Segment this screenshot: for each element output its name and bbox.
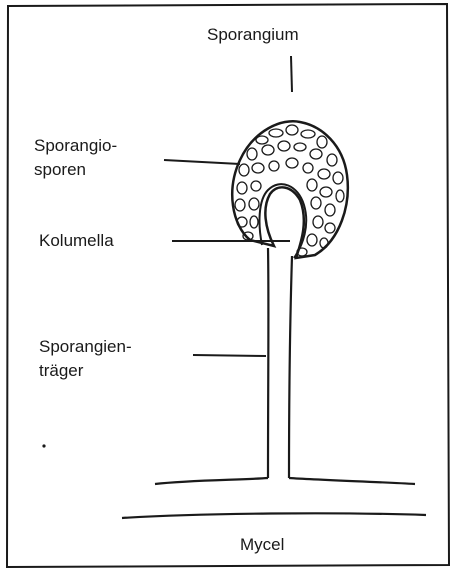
speck <box>42 444 45 447</box>
label-sporangiosporen-line2: sporen <box>34 160 86 180</box>
label-sporangium: Sporangium <box>207 25 299 45</box>
label-mycel: Mycel <box>240 535 284 555</box>
sporangium-outline <box>232 121 348 258</box>
mycel-hypha-upper <box>155 478 415 484</box>
leader-sporangientraeger <box>193 355 266 356</box>
mycel-hypha-lower <box>122 513 426 518</box>
label-sporangientraeger-line1: Sporangien- <box>39 337 132 357</box>
label-sporangiosporen-line1: Sporangio- <box>34 136 117 156</box>
leader-sporangium <box>291 56 292 92</box>
label-sporangientraeger-line2: träger <box>39 361 83 381</box>
label-kolumella: Kolumella <box>39 231 114 251</box>
sporangiophore-right <box>289 256 292 478</box>
leader-sporangiosporen <box>164 160 240 164</box>
